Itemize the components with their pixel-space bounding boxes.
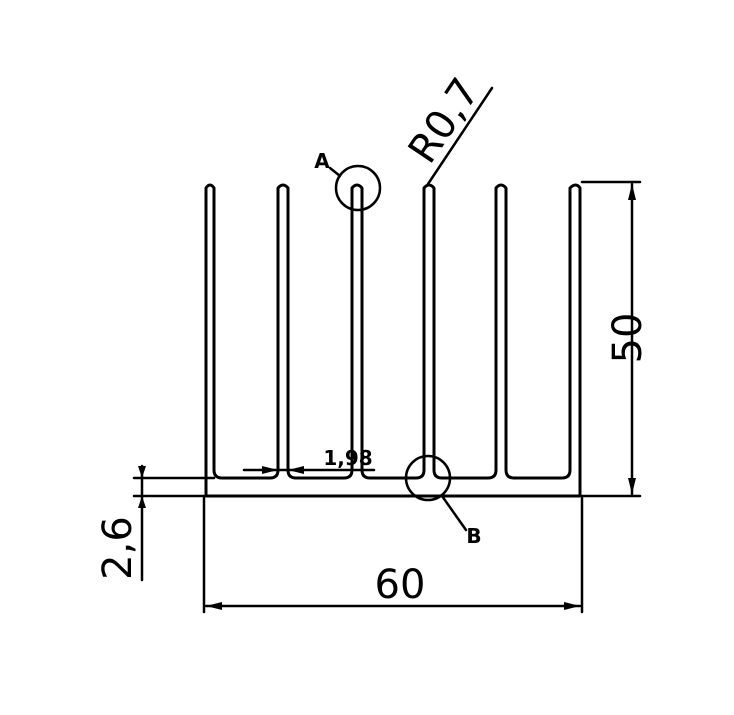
arrowhead-height-bottom	[628, 478, 636, 494]
detail-circle-a	[334, 164, 382, 212]
arrowhead-width-right	[564, 602, 580, 610]
arrowhead-base-bottom	[138, 496, 146, 508]
detail-a-leader	[328, 166, 342, 178]
heatsink-profile	[204, 183, 582, 498]
arrowhead-base-top	[138, 466, 146, 478]
dimension-width-label: 60	[375, 562, 426, 608]
dimension-radius-label: R0,7	[400, 70, 489, 172]
arrowhead-width-left	[206, 602, 222, 610]
dimension-base-label: 2,6	[95, 516, 141, 580]
leader-line-radius	[426, 86, 494, 186]
arrowhead-fin-right	[288, 466, 304, 474]
detail-b-label: B	[466, 524, 481, 548]
arrowhead-height-top	[628, 184, 636, 200]
arrowhead-fin-left	[262, 466, 278, 474]
detail-circle-b	[404, 454, 452, 502]
dimension-fin-label: 1,98	[323, 446, 372, 470]
dimension-height-label: 50	[605, 313, 651, 364]
detail-b-leader	[440, 494, 468, 532]
detail-a-label: A	[314, 149, 330, 173]
